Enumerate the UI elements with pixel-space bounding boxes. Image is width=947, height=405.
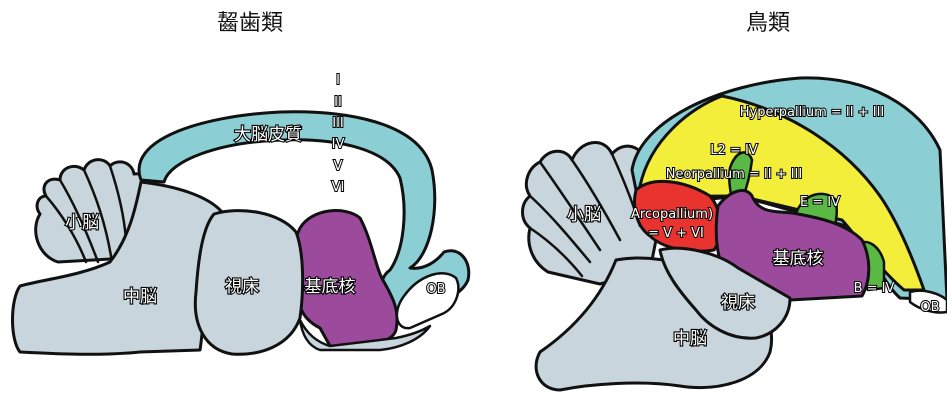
bird-ob-label: OB — [920, 300, 939, 315]
bird-arcopallium-label-2: = V + VI — [648, 226, 704, 241]
layer-iii: III — [332, 116, 344, 131]
rodent-brain: 齧歯類 大脳皮質 I II III IV V VI — [13, 11, 469, 354]
bird-title: 鳥類 — [746, 11, 790, 36]
bird-arcopallium-label-1: Arcopallium) — [631, 207, 713, 222]
bird-e-label: E = IV — [800, 195, 840, 210]
bird-cerebellum-label: 小脳 — [567, 205, 601, 225]
rodent-cortex-label: 大脳皮質 — [234, 125, 302, 145]
bird-basal-ganglia-label: 基底核 — [773, 249, 824, 269]
bird-hyperpallium-label: Hyperpallium = II + III — [740, 105, 885, 120]
bird-brain: 鳥類 Hyperpallium = II + III L2 — [523, 11, 947, 390]
bird-b-label: B = IV — [854, 281, 895, 296]
layer-v: V — [334, 159, 343, 174]
bird-neorpallium-label: Neorpallium = II + III — [666, 167, 802, 182]
rodent-midbrain-label: 中脳 — [123, 287, 157, 307]
rodent-thalamus-label: 視床 — [225, 277, 259, 297]
bird-l2-label: L2 = IV — [710, 143, 758, 158]
rodent-basal-ganglia-label: 基底核 — [305, 277, 356, 297]
rodent-ob-label: OB — [426, 282, 445, 297]
layer-i: I — [336, 73, 340, 88]
bird-thalamus-label: 視床 — [721, 293, 755, 313]
rodent-cerebellum-label: 小脳 — [65, 213, 99, 233]
rodent-title: 齧歯類 — [217, 11, 283, 36]
layer-iv: IV — [332, 137, 345, 152]
layer-ii: II — [334, 95, 342, 110]
bird-midbrain-label: 中脳 — [673, 329, 707, 349]
layer-vi: VI — [332, 180, 345, 195]
